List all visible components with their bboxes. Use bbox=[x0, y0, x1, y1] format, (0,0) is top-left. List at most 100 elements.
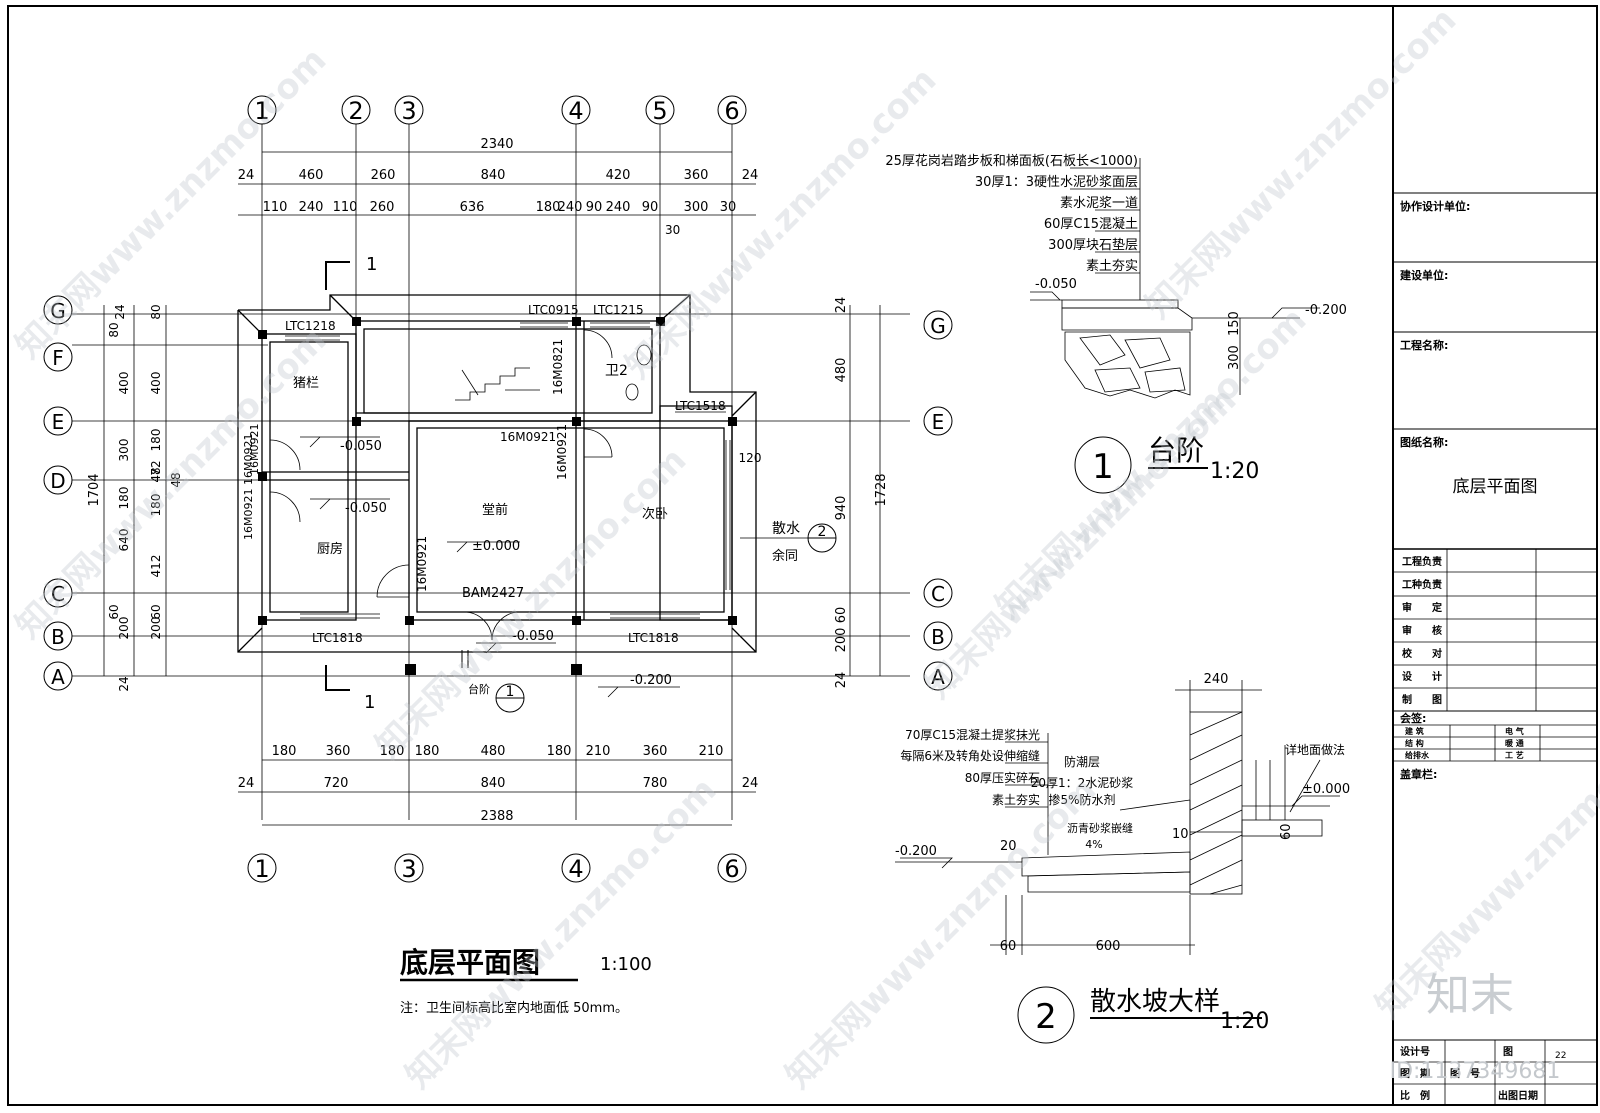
plan-title: 底层平面图 bbox=[400, 946, 540, 979]
detail1-number: 1 bbox=[1092, 447, 1114, 487]
axis-E-right: E bbox=[932, 410, 945, 434]
dim-text: 24 bbox=[113, 304, 127, 319]
dim-text: 90 bbox=[642, 200, 659, 215]
detail2-dim-20: 20 bbox=[1000, 839, 1017, 854]
dim-text: 360 bbox=[326, 744, 351, 759]
tb-project-name: 工程名称: bbox=[1400, 338, 1448, 352]
tb-role: 工程负责 bbox=[1402, 555, 1442, 568]
dim-text: 260 bbox=[370, 200, 395, 215]
level-entrance: -0.050 bbox=[512, 629, 554, 644]
dim-text: 180 bbox=[149, 494, 163, 517]
axis-4-top: 4 bbox=[568, 97, 583, 125]
tb-sign-cell: 暖 通 bbox=[1505, 738, 1524, 748]
detail2-bubble bbox=[1017, 986, 1075, 1044]
dim-top-fine: 110 240 110 260 636 180 240 90 240 90 30… bbox=[263, 200, 737, 215]
dim-text: 24 bbox=[238, 168, 255, 183]
dim-text: 180 bbox=[272, 744, 297, 759]
label-m0921-d: 16M0921 bbox=[242, 489, 255, 540]
layer-text: 掺5%防水剂 bbox=[1048, 792, 1115, 807]
layer-text: 素水泥浆一道 bbox=[1060, 196, 1138, 211]
axis-C-left: C bbox=[51, 582, 65, 606]
layer-text: 25厚花岗岩踏步板和梯面板(石板长<1000) bbox=[885, 153, 1138, 169]
dim-text: 24 bbox=[117, 676, 131, 691]
layer-text: 素土夯实 bbox=[1086, 259, 1138, 274]
dim-top-mid: 24 460 260 840 420 360 24 bbox=[238, 168, 759, 183]
dim-text: 30 bbox=[720, 200, 737, 215]
axis-bubbles-bottom: 1 3 4 6 bbox=[247, 853, 747, 883]
detail2-dim-600: 600 bbox=[1096, 939, 1121, 954]
axis-D-left: D bbox=[50, 469, 65, 493]
tb-sign: 会签: bbox=[1400, 711, 1426, 725]
dim-bottom-fine: 180 360 180 180 480 180 210 360 210 bbox=[272, 744, 724, 759]
tb-ratio: 比 例 bbox=[1400, 1089, 1430, 1102]
tb-roles: 工程负责 工种负责 审 定 审 核 校 对 设 计 制 图 bbox=[1402, 555, 1442, 706]
dim-text: 60 bbox=[834, 607, 849, 624]
watermarks: 知末网www.znzmo.com 知末网www.znzmo.com 知末网www… bbox=[8, 0, 1600, 1096]
dim-text: 90 bbox=[586, 200, 603, 215]
detail2-number: 2 bbox=[1035, 997, 1057, 1037]
dim-text: 640 bbox=[117, 529, 131, 552]
room-kitchen: 厨房 bbox=[317, 541, 343, 557]
detail1-drawing bbox=[1030, 158, 1320, 399]
detail2-layers-left: 70厚C15混凝土提浆抹光 每隔6米及转角处设伸缩缝 80厚压实碎石 素土夯实 bbox=[900, 727, 1040, 807]
tb-sign-cell: 工 艺 bbox=[1505, 750, 1524, 760]
level-marks bbox=[300, 436, 680, 698]
dim-text: 300 bbox=[117, 439, 131, 462]
room-bedroom: 次卧 bbox=[642, 506, 668, 522]
sheet-border bbox=[7, 5, 1598, 1106]
label-m0821: 16M0821 bbox=[551, 339, 565, 395]
detail1-title: 台阶 bbox=[1148, 434, 1204, 467]
tb-fig-date: 图 期 bbox=[1400, 1067, 1430, 1080]
axis-A-left: A bbox=[51, 665, 65, 689]
dim-text: 80 bbox=[149, 304, 163, 319]
detail1-dim-300: 300 bbox=[1227, 345, 1242, 370]
dim-left-outer: 24 80 400 300 180 640 60 200 24 bbox=[107, 304, 131, 691]
dim-text: 48 bbox=[149, 467, 163, 482]
axis-3-top: 3 bbox=[401, 97, 416, 125]
dim-text: 300 bbox=[684, 200, 709, 215]
dim-text: 24 bbox=[238, 776, 255, 791]
dim-text: 480 bbox=[481, 744, 506, 759]
detail2-title: 散水坡大样 bbox=[1090, 987, 1220, 1017]
level-pigpen: -0.050 bbox=[340, 439, 382, 454]
dim-text: 240 bbox=[606, 200, 631, 215]
dim-lines-left bbox=[103, 305, 167, 676]
tb-role: 审 定 bbox=[1402, 601, 1442, 614]
axis-6-top: 6 bbox=[724, 97, 739, 125]
detail2-drawing bbox=[895, 680, 1340, 955]
tb-issue-date: 出图日期 bbox=[1498, 1089, 1538, 1102]
axis-B-left: B bbox=[51, 625, 65, 649]
label-m0921-a: 16M0921 bbox=[500, 430, 556, 444]
tb-fig-label: 图 bbox=[1503, 1046, 1513, 1058]
detail1-layers: 25厚花岗岩踏步板和梯面板(石板长<1000) 30厚1：3硬性水泥砂浆面层 素… bbox=[885, 153, 1138, 274]
detail2-dim-240: 240 bbox=[1204, 672, 1229, 687]
axis-bubbles-left: G F E D C B A bbox=[43, 295, 73, 691]
label-m0921-e: 16M0921 bbox=[415, 536, 429, 592]
label-m0921-c: 16M0921 bbox=[248, 424, 261, 475]
dim-right: 24 480 940 60 200 24 bbox=[834, 297, 849, 689]
detail2-joint: 沥青砂浆嵌缝 bbox=[1067, 821, 1133, 835]
tb-sign-cell: 建 筑 bbox=[1404, 726, 1424, 736]
dim-text: 260 bbox=[371, 168, 396, 183]
dim-text: 24 bbox=[834, 672, 849, 689]
step-detail-ref: 1 bbox=[506, 684, 515, 700]
dim-lines-right bbox=[849, 305, 881, 676]
dim-text: 412 bbox=[149, 555, 163, 578]
tb-role: 工种负责 bbox=[1402, 578, 1442, 591]
label-bam2427: BAM2427 bbox=[462, 586, 524, 601]
tb-coop-unit: 协作设计单位: bbox=[1400, 199, 1470, 213]
dim-text: 180 bbox=[380, 744, 405, 759]
columns bbox=[258, 317, 737, 675]
dim-text: 210 bbox=[699, 744, 724, 759]
tb-drawing-name-label: 图纸名称: bbox=[1400, 435, 1448, 449]
tb-stamp: 盖章栏: bbox=[1400, 767, 1437, 781]
section-mark bbox=[325, 261, 350, 691]
label-ltc1818-right: LTC1818 bbox=[628, 631, 679, 645]
watermark-logo: 知末 bbox=[1426, 970, 1514, 1021]
dim-text: 60 bbox=[149, 604, 163, 619]
room-pig-pen: 猪栏 bbox=[293, 376, 319, 391]
dim-top-total: 2340 bbox=[480, 137, 513, 152]
axis-3-bottom: 3 bbox=[401, 855, 416, 883]
dim-text: 180 bbox=[547, 744, 572, 759]
dim-text: 24 bbox=[834, 297, 849, 314]
